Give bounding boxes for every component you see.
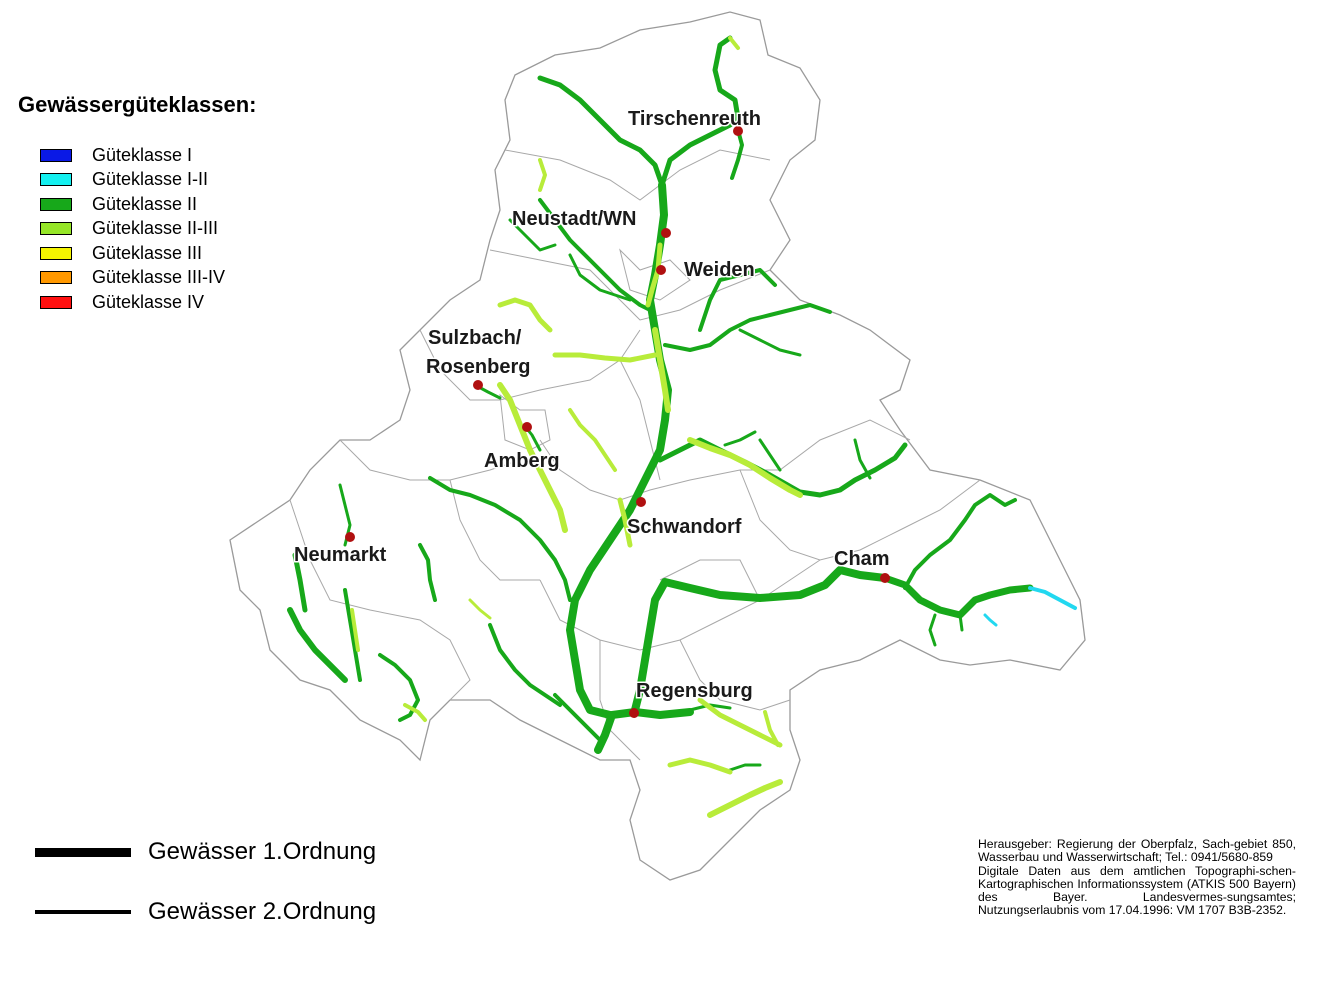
thick-line-symbol (35, 847, 131, 857)
legend-item: Güteklasse III-IV (40, 266, 225, 291)
legend-item: Güteklasse IV (40, 290, 225, 315)
legend-label: Güteklasse II (92, 193, 198, 214)
legend-swatch (40, 197, 72, 211)
legend-label: Güteklasse IV (92, 291, 205, 312)
legend-swatch (40, 222, 72, 236)
order-legend-second: Gewässer 2.Ordnung (35, 898, 376, 926)
city-dot-amberg (522, 422, 532, 432)
credits-publisher: Herausgeber: Regierung der Oberpfalz, Sa… (978, 837, 1296, 865)
order-row: Gewässer 2.Ordnung (35, 898, 376, 926)
legend-item: Güteklasse III (40, 241, 225, 266)
city-label-sulzbach-2: Rosenberg (426, 356, 530, 378)
legend-swatch (40, 295, 72, 309)
district-boundaries (289, 149, 981, 761)
order-legend-first: Gewässer 1.Ordnung (35, 838, 376, 866)
city-label-amberg: Amberg (484, 450, 560, 472)
city-dot-neustadt (661, 228, 671, 238)
legend-swatch (40, 246, 72, 260)
city-label-sulzbach-1: Sulzbach/ (428, 327, 522, 349)
city-label-regensburg: Regensburg (636, 680, 753, 702)
river-network-class-ii (287, 35, 1034, 772)
legend-item: Güteklasse I-II (40, 168, 225, 193)
legend-label: Güteklasse III (92, 242, 203, 263)
order-label-second: Gewässer 2.Ordnung (148, 898, 377, 925)
order-label-first: Gewässer 1.Ordnung (148, 838, 377, 865)
legend-item: Güteklasse I (40, 143, 225, 168)
publisher-credits: Herausgeber: Regierung der Oberpfalz, Sa… (978, 837, 1296, 918)
order-row: Gewässer 1.Ordnung (35, 838, 376, 866)
quality-class-legend: Güteklasse I Güteklasse I-II Güteklasse … (40, 143, 225, 315)
legend-swatch (40, 173, 72, 187)
city-dot-regensburg (629, 708, 639, 718)
legend-label: Güteklasse II-III (92, 218, 219, 239)
legend-item: Güteklasse II-III (40, 217, 225, 242)
legend-swatch (40, 148, 72, 162)
legend-item: Güteklasse II (40, 192, 225, 217)
river-network-class-ii-iii (350, 36, 803, 818)
city-dot-tirschenreuth (733, 126, 743, 136)
legend-label: Güteklasse I (92, 144, 193, 165)
legend-label: Güteklasse III-IV (92, 267, 226, 288)
city-dot-neumarkt (345, 532, 355, 542)
city-label-tirschenreuth: Tirschenreuth (628, 108, 761, 130)
river-network-class-i-ii (983, 586, 1077, 627)
city-label-neustadt: Neustadt/WN (512, 208, 636, 230)
city-dot-cham (880, 573, 890, 583)
legend-label: Güteklasse I-II (92, 169, 209, 190)
credits-data-source: Digitale Daten aus dem amtlichen Topogra… (978, 863, 1296, 918)
city-dot-sulzbach (473, 380, 483, 390)
legend-title: Gewässergüteklassen: (18, 92, 257, 117)
city-markers (345, 126, 890, 718)
city-dot-schwandorf (636, 497, 646, 507)
city-label-cham: Cham (834, 548, 890, 570)
city-label-weiden: Weiden (684, 259, 755, 281)
city-label-neumarkt: Neumarkt (294, 544, 387, 566)
city-dot-weiden (656, 265, 666, 275)
legend-swatch (40, 271, 72, 285)
city-label-schwandorf: Schwandorf (627, 516, 742, 538)
thin-line-symbol (35, 910, 131, 914)
city-labels: Tirschenreuth Neustadt/WN Weiden Sulzbac… (293, 107, 892, 704)
